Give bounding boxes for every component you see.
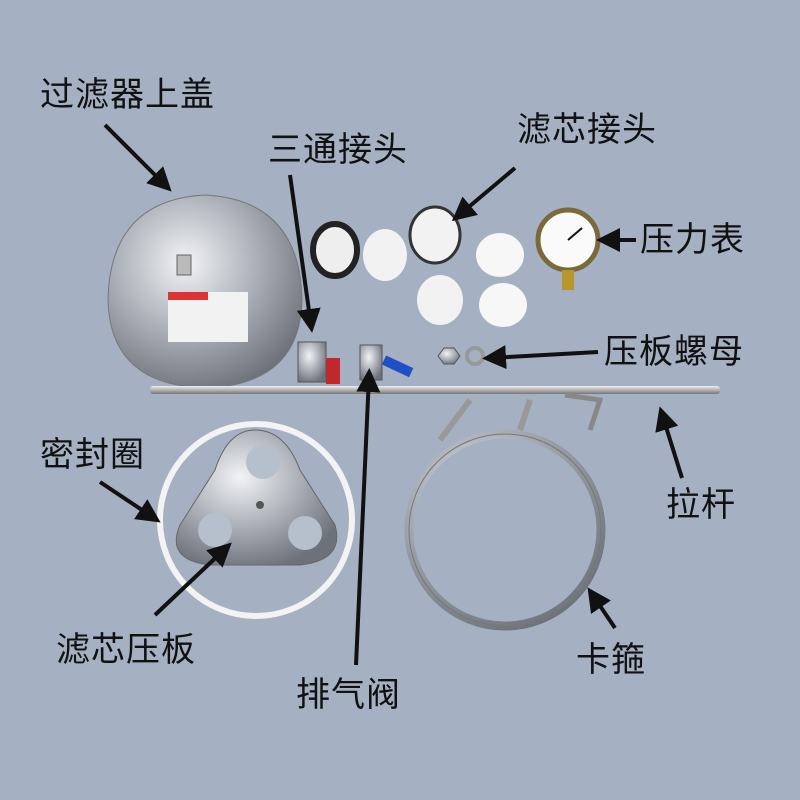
tee-fitting (297, 341, 340, 384)
arrow-lid (103, 123, 172, 192)
arrow-tee (288, 174, 321, 333)
plate-nut (437, 346, 485, 366)
label-cartridge-connector: 滤芯接头 (517, 110, 657, 150)
label-seal-ring: 密封圈 (40, 435, 145, 475)
label-plate-nut: 压板螺母 (604, 332, 744, 372)
label-pull-rod: 拉杆 (666, 485, 736, 525)
arrow-nut (482, 345, 599, 370)
clamp (404, 398, 606, 631)
arrow-plate (153, 542, 232, 617)
label-clamp: 卡箍 (576, 640, 646, 680)
arrow-connector (451, 166, 517, 222)
label-cartridge-plate: 滤芯压板 (56, 630, 196, 670)
label-pressure-gauge: 压力表 (640, 220, 745, 260)
pull-rod (150, 386, 720, 431)
vent-valve (359, 344, 414, 381)
label-tee: 三通接头 (268, 130, 408, 170)
pressure-gauge (535, 207, 601, 290)
arrow-clamp (587, 587, 617, 630)
arrow-seal (98, 480, 161, 523)
label-lid: 过滤器上盖 (40, 75, 215, 115)
arrow-rod (655, 406, 684, 479)
label-vent-valve: 排气阀 (296, 675, 401, 715)
cartridge-connectors (310, 205, 527, 327)
cartridge-plate (175, 429, 338, 566)
arrow-vent (354, 368, 381, 666)
filter-lid (107, 194, 303, 389)
